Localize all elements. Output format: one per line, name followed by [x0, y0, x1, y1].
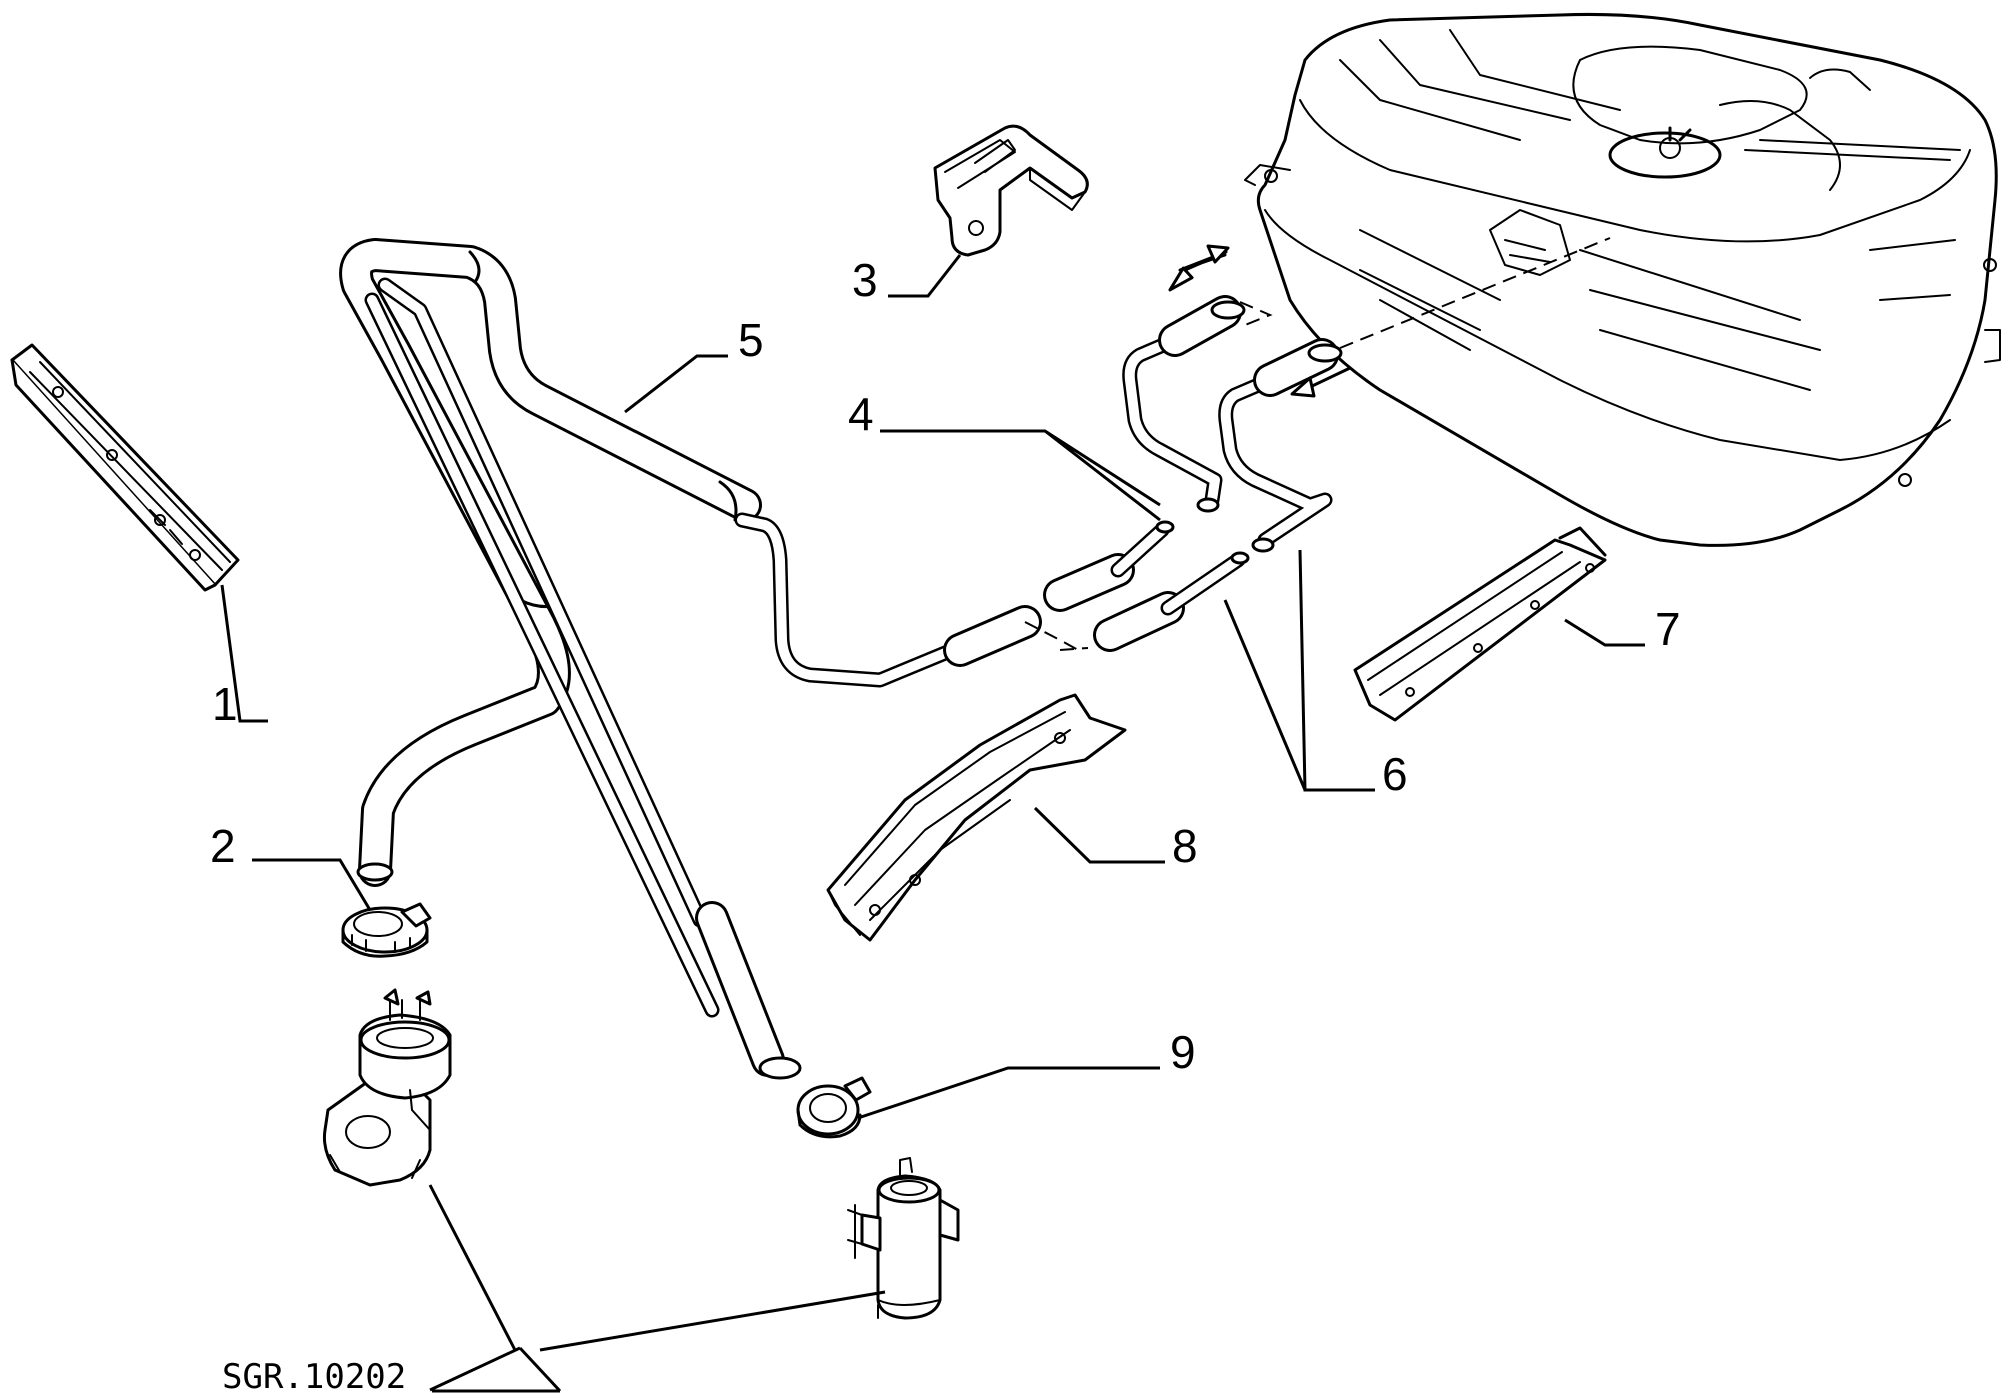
callout-1: 1 [212, 678, 238, 730]
return-line [364, 277, 802, 1080]
reference-code: SGR.10202 [222, 1357, 406, 1396]
leader-lines [220, 254, 1645, 1393]
parts-4-6-connectors [1024, 520, 1250, 652]
callout-8: 8 [1172, 820, 1198, 872]
tank-pipes [1122, 237, 1611, 553]
callout-4: 4 [848, 388, 874, 440]
callout-7: 7 [1655, 603, 1681, 655]
fuel-pump-electric [847, 1157, 960, 1320]
flow-arrow-in [1168, 244, 1230, 292]
part-9-clamp [796, 1076, 872, 1139]
part-7-bracket [1353, 526, 1607, 722]
fuel-pump-mechanical [323, 988, 452, 1187]
callout-9: 9 [1170, 1026, 1196, 1078]
callout-3: 3 [852, 254, 878, 306]
callout-6: 6 [1382, 748, 1408, 800]
flow-arrow-out [1290, 366, 1352, 398]
part-5-hose [339, 238, 1042, 887]
part-2-clamp [341, 902, 432, 958]
part-3-bracket [933, 124, 1089, 257]
part-8-bracket [826, 693, 1127, 942]
callout-2: 2 [210, 820, 236, 872]
part-1-bracket [10, 343, 240, 592]
callout-5: 5 [738, 314, 764, 366]
fuel-tank [1244, 12, 2001, 547]
